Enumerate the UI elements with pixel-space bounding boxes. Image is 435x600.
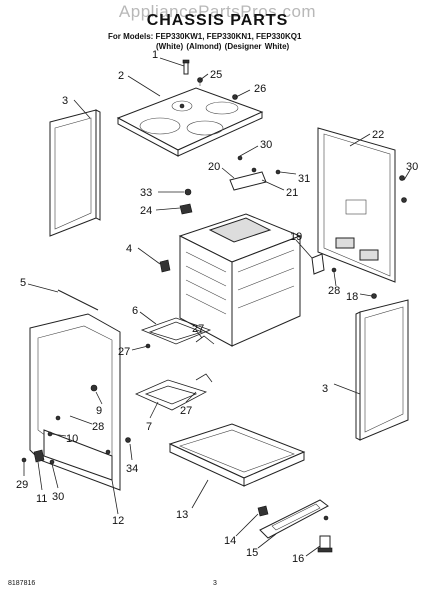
clip-14: [257, 505, 269, 517]
callout-29: 29: [16, 479, 28, 491]
leader-lines: [23, 57, 411, 557]
screw-33: [184, 188, 192, 196]
callout-labels: 1 2 3 25 26 22 30 20 31 21 30 33 24 4 19…: [16, 49, 418, 565]
bottom-rail-15: [259, 499, 329, 539]
callout-28-right: 28: [328, 285, 340, 297]
callout-3-left: 3: [62, 95, 68, 107]
hinge-11: [33, 449, 45, 463]
screw-29: [21, 457, 27, 463]
cooktop-panel: [116, 87, 264, 157]
rear-panel: [317, 127, 407, 283]
clip-and-screw: [182, 59, 203, 86]
watermark: AppliancePartsPros.com: [118, 2, 317, 21]
callout-20: 20: [208, 161, 220, 173]
callout-2: 2: [118, 70, 124, 82]
callout-18: 18: [346, 291, 358, 303]
callout-24: 24: [140, 205, 152, 217]
callout-12: 12: [112, 515, 124, 527]
right-side-panel: [355, 299, 409, 441]
oven-cavity: [178, 213, 302, 347]
page-number: 3: [213, 580, 217, 587]
callout-25: 25: [210, 69, 222, 81]
callout-30-right: 30: [406, 161, 418, 173]
front-frame-12: [29, 313, 121, 491]
callout-34: 34: [126, 463, 138, 475]
callout-15: 15: [246, 547, 258, 559]
callout-14: 14: [224, 535, 236, 547]
screw-30: [49, 459, 55, 465]
leveling-leg-16: [317, 535, 333, 553]
broil-element-7: [135, 373, 213, 411]
callout-21: 21: [286, 187, 298, 199]
callout-13: 13: [176, 509, 188, 521]
callout-19: 19: [290, 231, 302, 243]
callout-11: 11: [36, 493, 47, 505]
callout-26: 26: [254, 83, 266, 95]
callout-30-top: 30: [260, 139, 272, 151]
callout-6: 6: [132, 305, 138, 317]
callout-7: 7: [146, 421, 152, 433]
diagram-title: CHASSIS PARTS: [146, 12, 289, 29]
models-line: For Models: FEP330KW1, FEP330KN1, FEP330…: [108, 32, 302, 41]
callout-27-lower: 27: [180, 405, 192, 417]
gasket-5: [57, 289, 99, 311]
callout-3-right: 3: [322, 383, 328, 395]
callout-30-lower: 30: [52, 491, 64, 503]
callout-1: 1: [152, 49, 158, 61]
callout-10: 10: [66, 433, 78, 445]
bracket-19: [311, 253, 337, 275]
document-number: 8187816: [8, 580, 36, 587]
colors-line: (White) (Almond) (Designer White): [156, 42, 290, 51]
callout-16: 16: [292, 553, 304, 565]
left-side-panel: [49, 109, 101, 237]
screw-34: [125, 437, 131, 443]
callout-4: 4: [126, 243, 132, 255]
callout-28-left: 28: [92, 421, 104, 433]
callout-27-left: 27: [118, 346, 130, 358]
callout-5: 5: [20, 277, 26, 289]
clip-4: [159, 259, 171, 273]
callout-27-upper: 27: [192, 323, 204, 335]
callout-33: 33: [140, 187, 152, 199]
bracket-24: [179, 203, 193, 215]
screw-26: [232, 94, 238, 100]
callout-31: 31: [298, 173, 310, 185]
screw-18: [371, 293, 377, 299]
callout-9: 9: [96, 405, 102, 417]
callout-22: 22: [372, 129, 384, 141]
drawer-pan-13: [168, 423, 306, 487]
